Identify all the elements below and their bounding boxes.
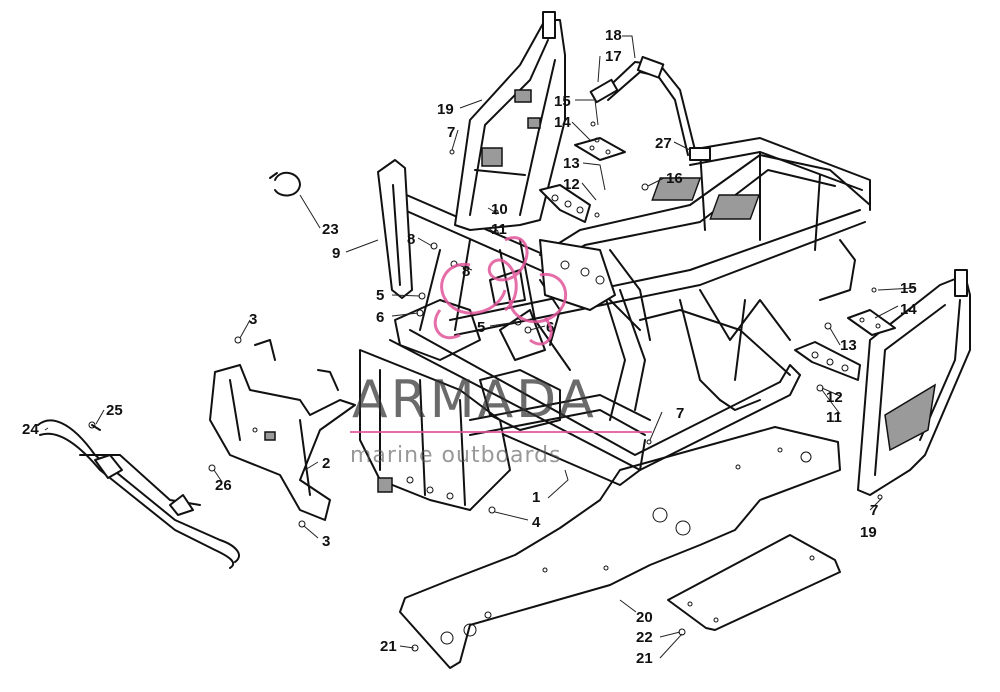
callout-14: 14 [554,114,571,131]
skid-plate-main [399,426,841,669]
callout-17: 17 [605,48,622,65]
callout-3: 3 [322,533,330,550]
watermark: ARMADA marine outboards [350,236,652,468]
front-bumper [37,419,240,569]
watermark-brand: ARMADA [352,370,597,430]
callout-12: 12 [826,389,843,406]
callout-24: 24 [22,421,39,438]
callout-14: 14 [900,301,917,318]
callout-1: 1 [532,489,540,506]
callout-22: 22 [636,629,653,646]
seat-bracket-upper [539,137,626,223]
callout-26: 26 [215,477,232,494]
callout-13: 13 [840,337,857,354]
callout-21: 21 [636,650,653,667]
rops-side-left [454,11,566,231]
callout-21: 21 [380,638,397,655]
callout-7: 7 [447,124,455,141]
skid-plate-rear [667,534,841,631]
callout-18: 18 [605,27,622,44]
callout-19: 19 [437,101,454,118]
front-bumper-mount [209,339,356,521]
seat-bracket-right [794,309,896,381]
callout-15: 15 [900,280,917,297]
callout-27: 27 [655,135,672,152]
callout-5: 5 [376,287,384,304]
callout-5: 5 [477,319,485,336]
callout-7: 7 [870,502,878,519]
watermark-tagline: marine outboards [350,443,562,468]
callout-9: 9 [332,245,340,262]
callout-12: 12 [563,176,580,193]
callout-6: 6 [376,309,384,326]
callout-13: 13 [563,155,580,172]
callout-20: 20 [636,609,653,626]
callout-7: 7 [676,405,684,422]
callout-10: 10 [491,201,508,218]
callout-11: 11 [826,409,842,426]
callout-4: 4 [532,514,541,531]
callout-3: 3 [249,311,257,328]
hose-clamp [269,171,301,197]
roll-bar [589,55,711,161]
callout-23: 23 [322,221,339,238]
callout-16: 16 [666,170,683,187]
callout-labels: 18 17 19 7 15 14 27 13 12 16 10 11 23 9 … [22,27,917,667]
watermark-logo-icon [433,236,568,346]
callout-15: 15 [554,93,571,110]
callout-25: 25 [106,402,123,419]
front-support-post [377,159,413,299]
callout-8: 8 [462,263,470,280]
callout-11: 11 [491,221,507,238]
leader-lines [44,35,916,659]
callout-8: 8 [407,231,415,248]
callout-2: 2 [322,455,330,472]
callout-19: 19 [860,524,877,541]
